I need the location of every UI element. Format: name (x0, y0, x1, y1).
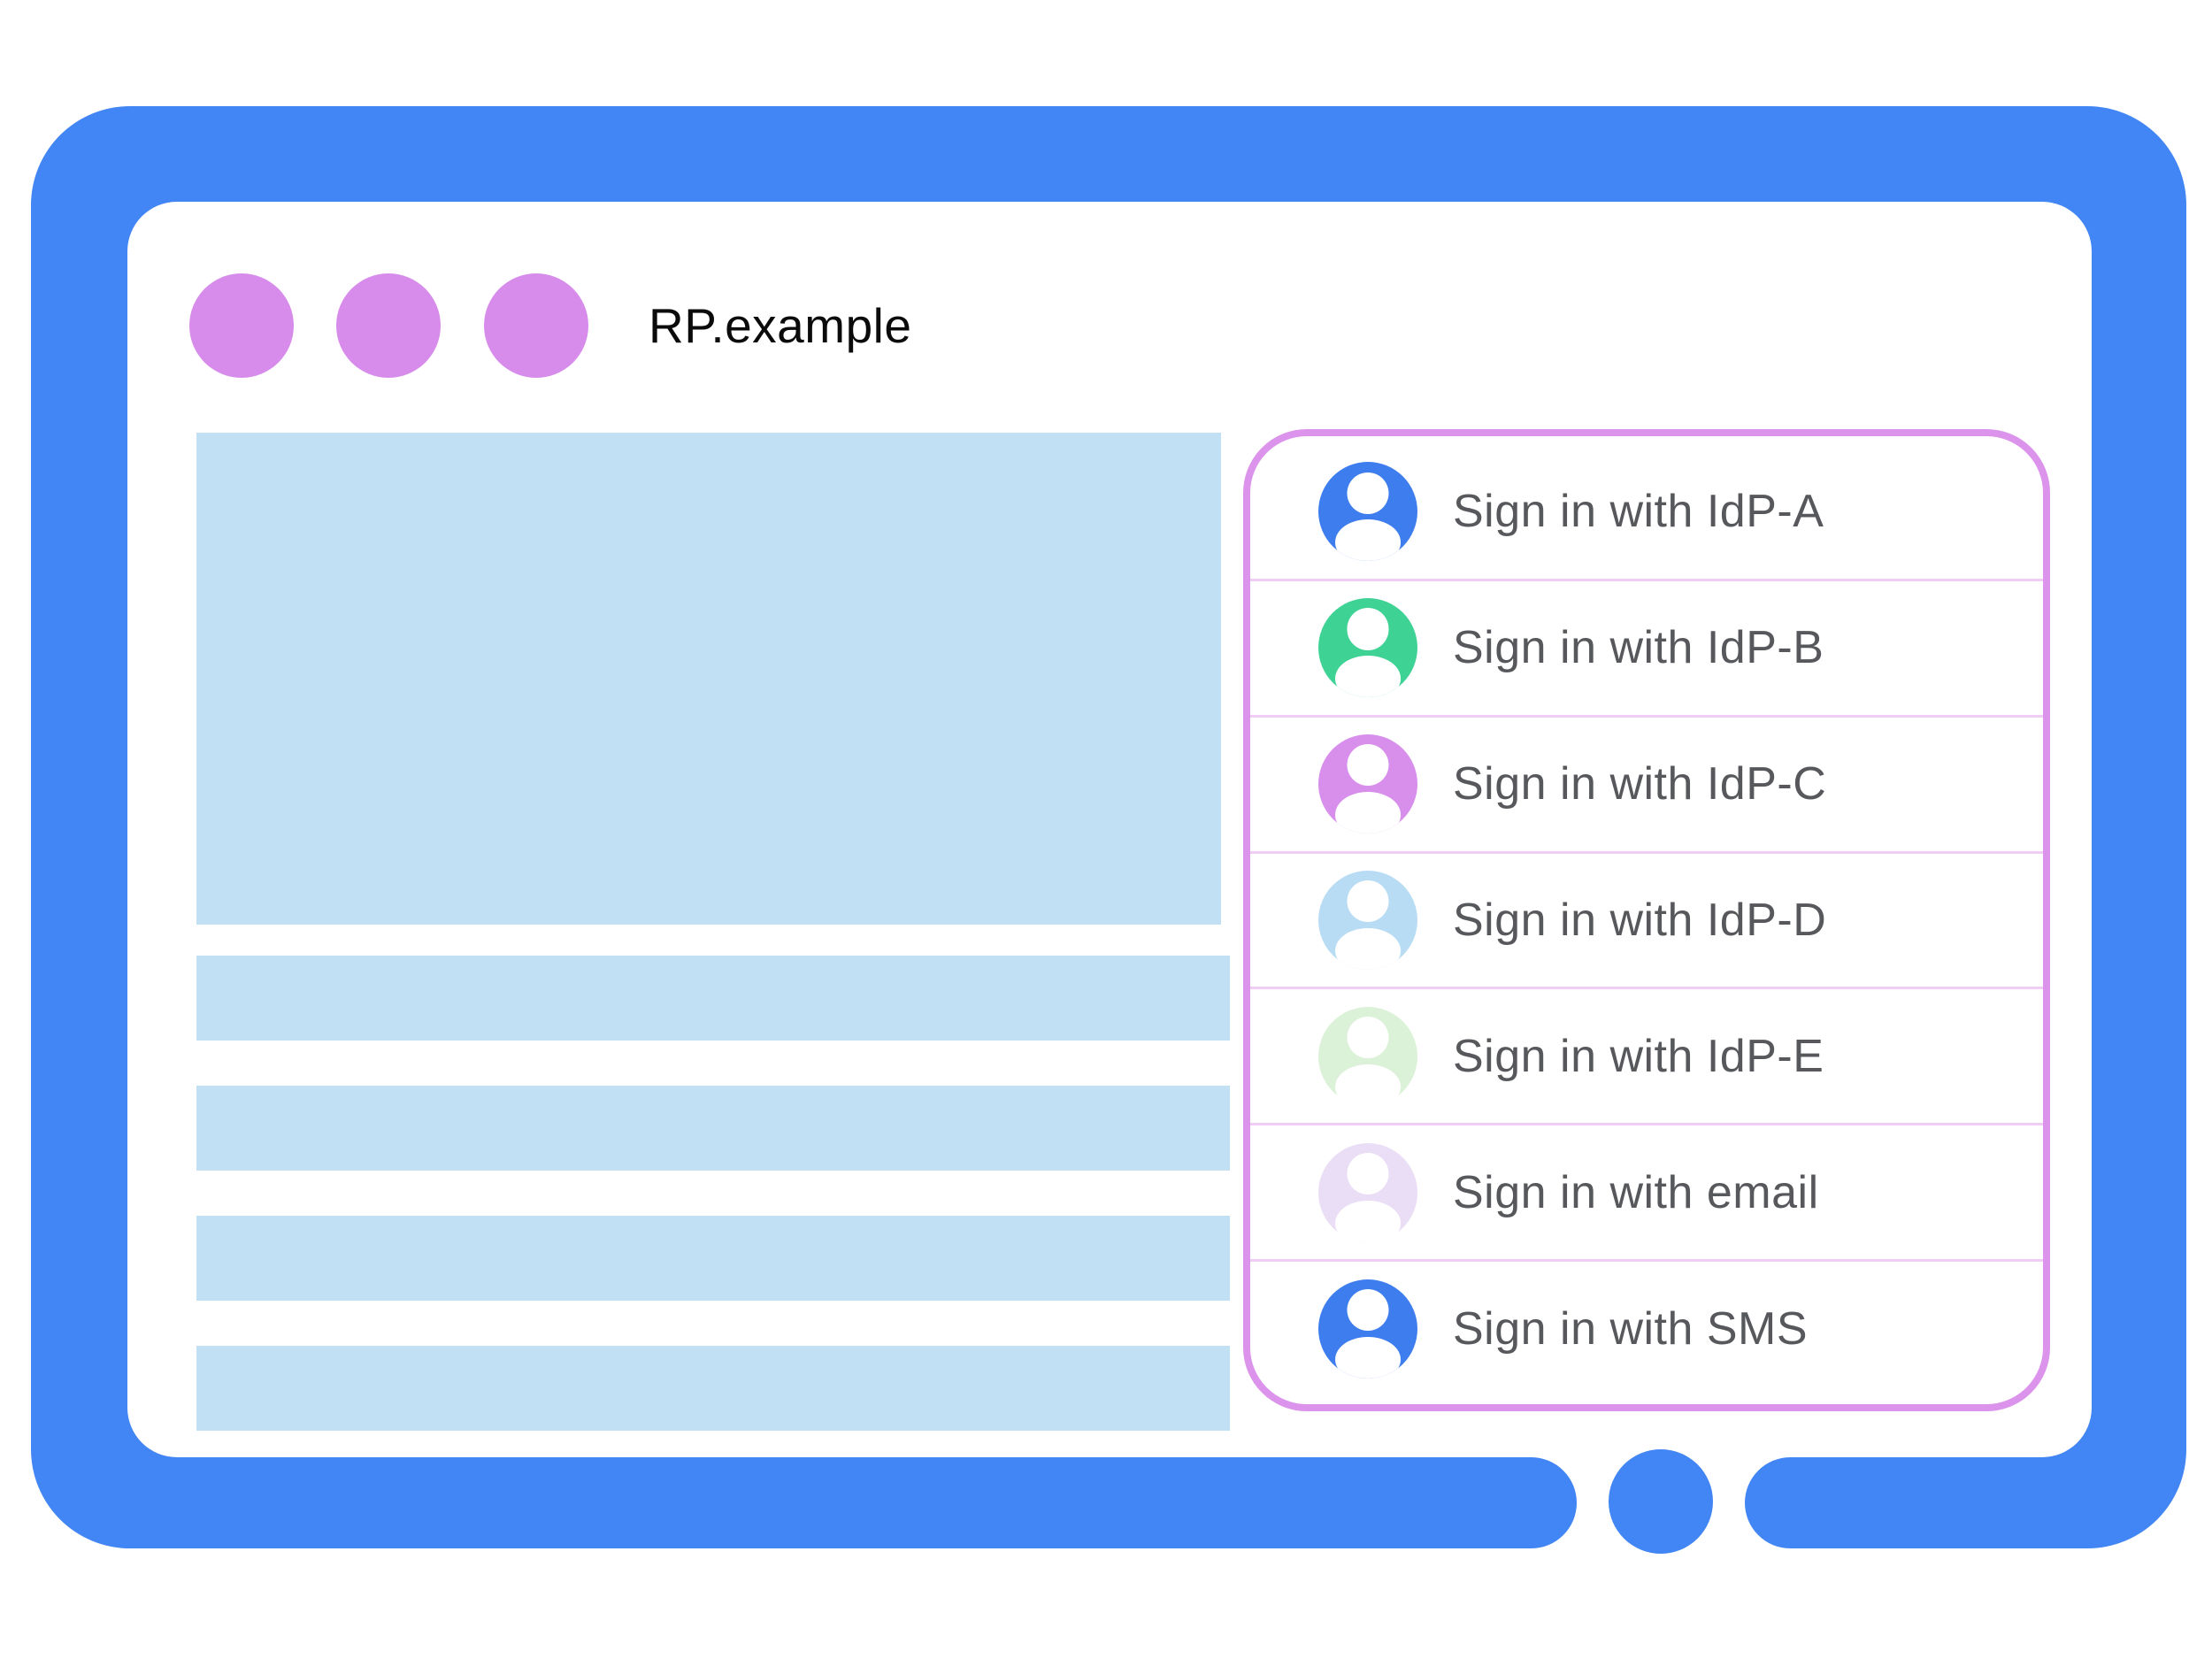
content-placeholder-line-2 (196, 1086, 1230, 1171)
avatar-torso-shape (1335, 1336, 1401, 1379)
avatar-head-shape (1347, 1152, 1389, 1194)
sign-in-option-label: Sign in with IdP-A (1453, 486, 1824, 538)
user-avatar-icon (1318, 1142, 1417, 1242)
avatar-torso-shape (1335, 792, 1401, 834)
user-avatar-icon (1318, 462, 1417, 562)
sign-in-option-label: Sign in with IdP-D (1453, 895, 1827, 946)
user-avatar-icon (1318, 1006, 1417, 1106)
window-control-dot-1 (189, 273, 294, 378)
sign-in-option[interactable]: Sign in with IdP-B (1250, 578, 2043, 715)
content-placeholder-line-3 (196, 1216, 1230, 1301)
sign-in-option-label: Sign in with IdP-B (1453, 622, 1824, 674)
sign-in-option[interactable]: Sign in with IdP-C (1250, 714, 2043, 851)
content-placeholder-line-1 (196, 956, 1230, 1041)
avatar-torso-shape (1335, 519, 1401, 562)
sign-in-option-label: Sign in with email (1453, 1166, 1819, 1218)
avatar-head-shape (1347, 608, 1389, 650)
home-button[interactable] (1609, 1449, 1713, 1554)
sign-in-option-label: Sign in with IdP-E (1453, 1030, 1824, 1082)
site-title: RP.example (649, 298, 912, 353)
user-avatar-icon (1318, 871, 1417, 970)
sign-in-option[interactable]: Sign in with IdP-E (1250, 987, 2043, 1123)
avatar-torso-shape (1335, 1064, 1401, 1106)
sign-in-option-label: Sign in with SMS (1453, 1302, 1809, 1355)
avatar-torso-shape (1335, 927, 1401, 970)
avatar-head-shape (1347, 744, 1389, 787)
avatar-torso-shape (1335, 656, 1401, 698)
avatar-torso-shape (1335, 1200, 1401, 1242)
window-control-dot-2 (336, 273, 441, 378)
sign-in-option[interactable]: Sign in with email (1250, 1123, 2043, 1259)
sign-in-option[interactable]: Sign in with IdP-D (1250, 850, 2043, 987)
window-control-dot-3 (484, 273, 588, 378)
user-avatar-icon (1318, 598, 1417, 698)
user-avatar-icon (1318, 1279, 1417, 1379)
avatar-head-shape (1347, 880, 1389, 923)
sign-in-option[interactable]: Sign in with SMS (1250, 1259, 2043, 1395)
frame-bottom-right-cap (1745, 1457, 1879, 1548)
content-placeholder-line-4 (196, 1346, 1230, 1431)
user-avatar-icon (1318, 734, 1417, 834)
avatar-head-shape (1347, 472, 1389, 514)
sign-in-dialog: Sign in with IdP-A Sign in with IdP-B Si… (1243, 429, 2050, 1411)
content-placeholder-hero (196, 433, 1221, 925)
sign-in-option-label: Sign in with IdP-C (1453, 758, 1827, 810)
sign-in-option[interactable]: Sign in with IdP-A (1250, 445, 2043, 579)
frame-bottom-left-cap (1442, 1457, 1577, 1548)
avatar-head-shape (1347, 1288, 1389, 1331)
avatar-head-shape (1347, 1017, 1389, 1059)
